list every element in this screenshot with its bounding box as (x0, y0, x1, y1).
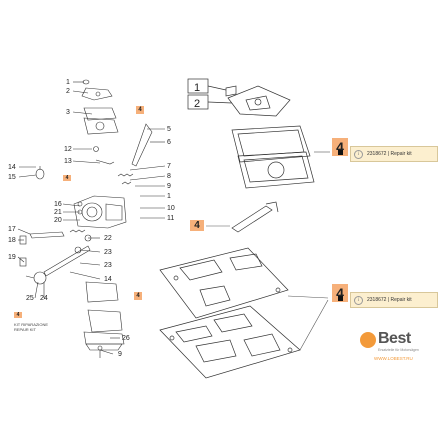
part-label: 23 (104, 262, 112, 269)
left-kit-tag: 4 (136, 106, 144, 114)
right-repair-kit-diagram (159, 78, 315, 379)
logo-word: Best (378, 330, 411, 347)
brand-logo[interactable]: Best Ersatzteile für Motorsägen WWW.LOBE… (356, 326, 440, 366)
info-icon: i (354, 149, 363, 159)
part-label: 14 (8, 164, 16, 171)
repair-kit-tag-small: 4 (190, 220, 204, 231)
repair-kit-tag: 4 (332, 138, 348, 156)
repair-kit-callout[interactable]: i 2318672 | Repair kit (350, 292, 438, 308)
repair-kit-callout[interactable]: i 2318672 | Repair kit (350, 146, 438, 162)
bullet-icon (338, 296, 343, 301)
logo-mark-icon (360, 332, 376, 348)
logo-tagline: Ersatzteile für Motorsägen (378, 348, 419, 352)
logo-url[interactable]: WWW.LOBEST.RU (374, 356, 413, 361)
part-label: 9 (167, 183, 171, 190)
part-label: 22 (104, 235, 112, 242)
left-kit-tag: 4 (63, 175, 71, 181)
part-label: 24 (40, 295, 48, 302)
part-label: 6 (167, 139, 171, 146)
part-label: 7 (167, 163, 171, 170)
part-label: 9 (118, 351, 122, 358)
kit-note-tag: 4 (14, 312, 22, 318)
part-label: 23 (104, 249, 112, 256)
part-label: 17 (8, 226, 16, 233)
left-carburetor-diagram (17, 79, 166, 358)
kit-note: KIT RIPARAZIONE REPAIR KIT (14, 322, 48, 332)
part-label: 8 (167, 173, 171, 180)
kit-note-line1: KIT RIPARAZIONE (14, 322, 49, 327)
left-part-labels: 1 2 3 12 13 14 15 5 6 7 8 9 1 10 11 16 2… (8, 79, 175, 358)
left-kit-tag: 4 (134, 292, 142, 300)
part-label: 25 (26, 295, 34, 302)
part-label: 20 (54, 217, 62, 224)
part-label-2: 2 (194, 98, 200, 110)
part-label: 18 (8, 237, 16, 244)
part-label: 14 (104, 276, 112, 283)
part-label: 5 (167, 126, 171, 133)
part-label: 3 (66, 109, 70, 116)
part-label-1: 1 (194, 82, 200, 94)
part-label: 10 (167, 205, 175, 212)
part-label: 21 (54, 209, 62, 216)
part-label: 26 (122, 335, 130, 342)
part-label: 11 (167, 215, 174, 222)
callout-text: 2318672 | Repair kit (367, 297, 412, 303)
part-label: 12 (64, 146, 72, 153)
callout-text: 2318672 | Repair kit (367, 151, 412, 157)
part-label: 16 (54, 201, 62, 208)
callout-leaders (206, 151, 330, 351)
part-label: 1 (167, 193, 171, 200)
part-label: 2 (66, 88, 70, 95)
part-label: 15 (8, 174, 16, 181)
bullet-icon (338, 150, 343, 155)
part-label: 19 (8, 254, 16, 261)
kit-note-line2: REPAIR KIT (14, 327, 36, 332)
part-label: 13 (64, 158, 72, 165)
part-label: 1 (66, 79, 70, 86)
repair-kit-tag: 4 (332, 284, 348, 302)
info-icon: i (354, 295, 363, 305)
